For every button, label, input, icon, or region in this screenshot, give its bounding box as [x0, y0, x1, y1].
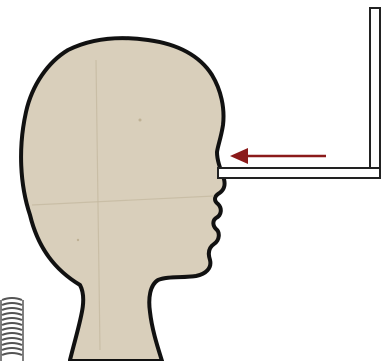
paper-spot: [139, 119, 142, 122]
paper-spot: [77, 239, 79, 241]
coil-spring: [0, 296, 24, 361]
frame-horizontal-shelf: [218, 168, 380, 178]
frame-vertical-panel: [370, 8, 380, 178]
frame-joint: [371, 169, 379, 177]
